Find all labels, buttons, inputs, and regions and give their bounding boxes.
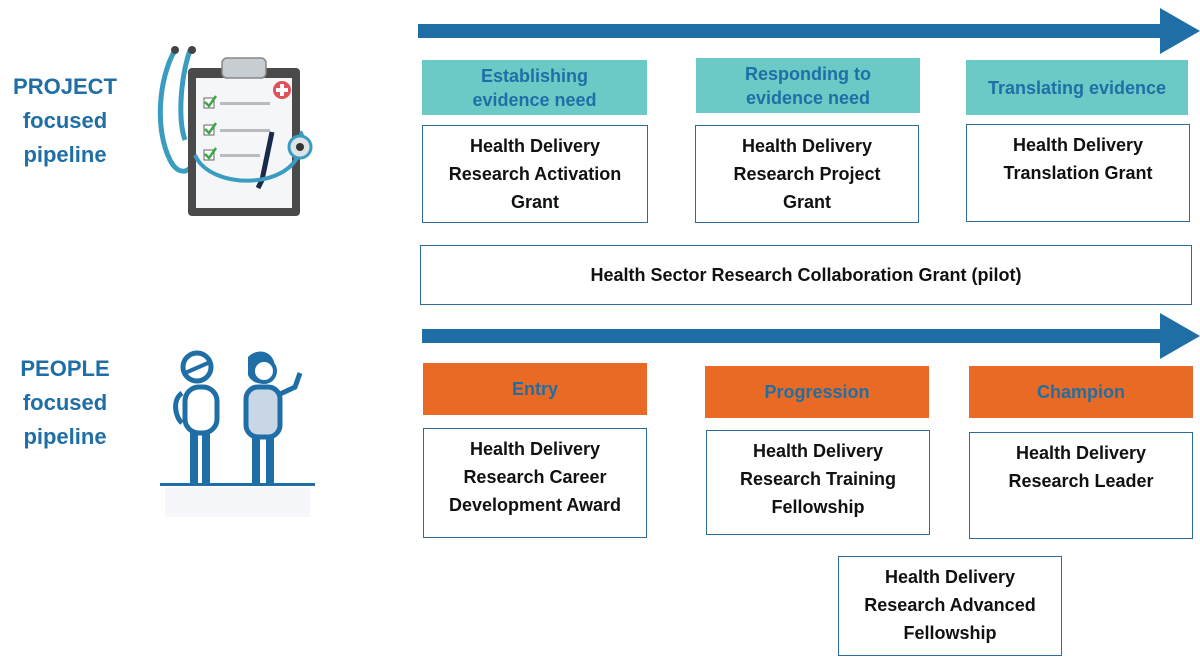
research-leader-box: Health Delivery Research Leader [969, 432, 1193, 539]
activation-grant-box: Health Delivery Research Activation Gran… [422, 125, 648, 223]
grant-label: Health Delivery Translation Grant [1003, 135, 1153, 183]
award-label: Health Delivery Research Training Fellow… [739, 441, 897, 517]
advanced-fellowship-box: Health Delivery Research Advanced Fellow… [838, 556, 1062, 656]
collaboration-grant-box: Health Sector Research Collaboration Gra… [420, 245, 1192, 305]
people-pipeline-arrow [422, 313, 1200, 359]
stage-responding-to-evidence-need: Responding to evidence need [696, 58, 920, 113]
training-fellowship-box: Health Delivery Research Training Fellow… [706, 430, 930, 535]
project-label-line-2: focused [22, 108, 108, 133]
stage-label: Champion [1037, 382, 1125, 402]
collaboration-grant-label: Health Sector Research Collaboration Gra… [590, 265, 1022, 285]
career-development-award-box: Health Delivery Research Career Developm… [423, 428, 647, 538]
award-label: Health Delivery Research Leader [1008, 443, 1154, 491]
project-grant-box: Health Delivery Research Project Grant [695, 125, 919, 223]
two-people-icon [160, 345, 315, 525]
clipboard-stethoscope-icon [150, 40, 325, 235]
stage-label: Progression [764, 382, 870, 402]
stage-progression: Progression [705, 366, 929, 418]
stage-label: Responding to evidence need [745, 63, 871, 108]
grant-label: Health Delivery Research Activation Gran… [448, 136, 622, 212]
stage-champion: Champion [969, 366, 1193, 418]
people-label-line-3: pipeline [23, 424, 107, 449]
award-label: Health Delivery Research Advanced Fellow… [864, 567, 1036, 643]
stage-entry: Entry [423, 363, 647, 415]
project-label-line-1: PROJECT [13, 74, 117, 99]
stage-label: Establishing evidence need [472, 65, 597, 110]
project-pipeline-label: PROJECT focused pipeline [0, 70, 130, 172]
award-label: Health Delivery Research Career Developm… [448, 439, 622, 515]
people-pipeline-label: PEOPLE focused pipeline [0, 352, 130, 454]
project-label-line-3: pipeline [23, 142, 107, 167]
people-label-line-1: PEOPLE [20, 356, 110, 381]
project-pipeline-arrow [418, 8, 1200, 54]
translation-grant-box: Health Delivery Translation Grant [966, 124, 1190, 222]
stage-translating-evidence: Translating evidence [966, 60, 1188, 115]
stage-label: Translating evidence [987, 77, 1167, 98]
stage-establishing-evidence-need: Establishing evidence need [422, 60, 647, 115]
stage-label: Entry [511, 379, 558, 399]
grant-label: Health Delivery Research Project Grant [733, 136, 881, 212]
people-label-line-2: focused [22, 390, 108, 415]
